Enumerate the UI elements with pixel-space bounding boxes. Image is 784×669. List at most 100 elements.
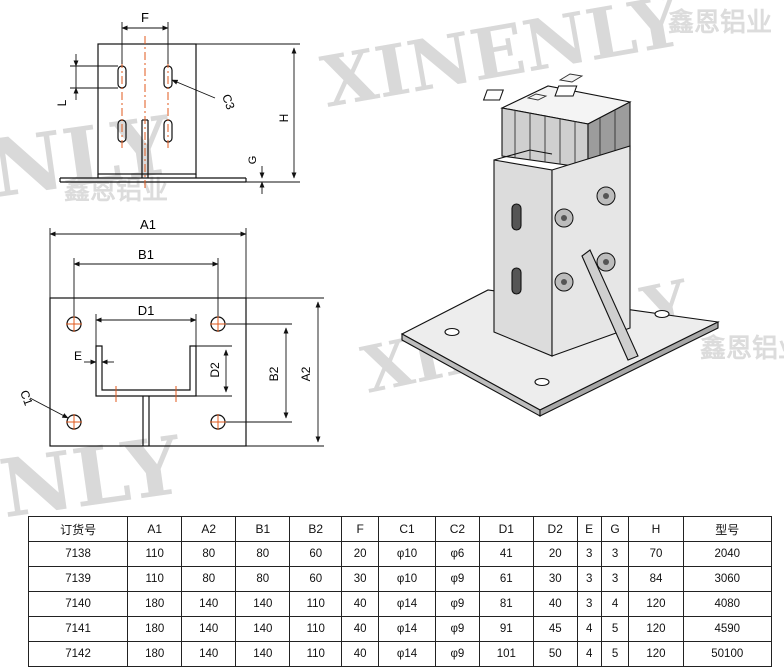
col-header: H <box>628 516 684 542</box>
table-cell: 40 <box>341 641 380 667</box>
table-header-row: 订货号 A1 A2 B1 B2 F C1 C2 D1 D2 E G H 型号 <box>27 516 773 542</box>
table-cell: 80 <box>181 541 237 567</box>
table-cell: 3060 <box>682 566 773 592</box>
table-cell: φ14 <box>378 641 437 667</box>
top-view-centermarks <box>66 316 226 430</box>
table-cell: 45 <box>532 616 578 642</box>
table-cell: 180 <box>127 641 183 667</box>
col-header: G <box>600 516 630 542</box>
label-C1: C1 <box>17 388 36 408</box>
table-cell: φ10 <box>378 541 437 567</box>
label-F: F <box>141 10 149 25</box>
table-cell: 140 <box>235 641 291 667</box>
table-cell: 41 <box>478 541 534 567</box>
spec-table: 订货号 A1 A2 B1 B2 F C1 C2 D1 D2 E G H 型号 7… <box>27 516 773 667</box>
table-cell: 70 <box>628 541 684 567</box>
table-cell: 110 <box>289 616 343 642</box>
table-cell: φ9 <box>435 641 480 667</box>
label-D2: D2 <box>208 362 222 378</box>
table-cell: 5 <box>600 616 630 642</box>
side-view-bracket <box>97 43 197 175</box>
hole-icon <box>654 309 670 319</box>
col-header: D1 <box>478 516 534 542</box>
table-cell: 40 <box>532 591 578 617</box>
support-rib <box>581 249 639 361</box>
table-cell: φ6 <box>435 541 480 567</box>
table-cell: 7138 <box>27 541 129 567</box>
table-cell: 140 <box>235 616 291 642</box>
table-cell: 60 <box>289 566 343 592</box>
col-header: A2 <box>181 516 237 542</box>
table-cell: 4 <box>600 591 630 617</box>
col-header: B1 <box>235 516 291 542</box>
table-cell: 91 <box>478 616 534 642</box>
table-cell: φ9 <box>435 566 480 592</box>
table-cell: 110 <box>127 566 183 592</box>
table-cell: 80 <box>181 566 237 592</box>
label-A2: A2 <box>299 366 313 381</box>
table-cell: 4590 <box>682 616 773 642</box>
table-cell: 80 <box>235 541 291 567</box>
label-D1: D1 <box>138 303 155 318</box>
table-cell: 110 <box>289 591 343 617</box>
col-header: 订货号 <box>27 516 129 542</box>
table-cell: 140 <box>235 591 291 617</box>
table-cell: 20 <box>532 541 578 567</box>
label-B2: B2 <box>267 366 281 381</box>
table-cell: 40 <box>341 616 380 642</box>
col-header: D2 <box>532 516 578 542</box>
label-H: H <box>277 114 291 123</box>
slot-icon <box>511 267 522 295</box>
bracket-front <box>493 159 553 357</box>
col-header: F <box>341 516 380 542</box>
table-cell: 3 <box>576 541 602 567</box>
table-cell: 60 <box>289 541 343 567</box>
table-cell: 50 <box>532 641 578 667</box>
table-cell: 180 <box>127 591 183 617</box>
table-cell: 7140 <box>27 591 129 617</box>
isometric-view <box>400 73 720 417</box>
col-header: C1 <box>378 516 437 542</box>
label-B1: B1 <box>138 247 154 262</box>
table-cell: 20 <box>341 541 380 567</box>
table-cell: 81 <box>478 591 534 617</box>
col-header: 型号 <box>682 516 773 542</box>
table-cell: 3 <box>576 566 602 592</box>
table-cell: 50100 <box>682 641 773 667</box>
table-cell: φ9 <box>435 591 480 617</box>
table-cell: φ14 <box>378 616 437 642</box>
table-cell: 120 <box>628 616 684 642</box>
table-cell: 140 <box>181 591 237 617</box>
table-cell: 7139 <box>27 566 129 592</box>
table-cell: 101 <box>478 641 534 667</box>
table-cell: 140 <box>181 616 237 642</box>
label-L: L <box>55 99 69 106</box>
side-view-centerlines <box>121 36 169 190</box>
col-header: A1 <box>127 516 183 542</box>
label-C3: C3 <box>219 92 238 112</box>
table-cell: φ14 <box>378 591 437 617</box>
table-cell: φ9 <box>435 616 480 642</box>
table-cell: 140 <box>181 641 237 667</box>
technical-drawing: F L C3 H G <box>17 10 720 447</box>
table-cell: 110 <box>289 641 343 667</box>
table-cell: 110 <box>127 541 183 567</box>
table-cell: 120 <box>628 641 684 667</box>
hole-icon <box>444 327 460 337</box>
table-cell: 5 <box>600 641 630 667</box>
table-cell: 61 <box>478 566 534 592</box>
table-cell: 30 <box>341 566 380 592</box>
slot-icon <box>511 203 522 231</box>
label-G: G <box>247 156 259 165</box>
table-cell: 7141 <box>27 616 129 642</box>
col-header: C2 <box>435 516 480 542</box>
table-cell: 30 <box>532 566 578 592</box>
col-header: E <box>576 516 602 542</box>
table-cell: 4 <box>576 616 602 642</box>
label-A1: A1 <box>140 217 156 232</box>
table-cell: 3 <box>576 591 602 617</box>
